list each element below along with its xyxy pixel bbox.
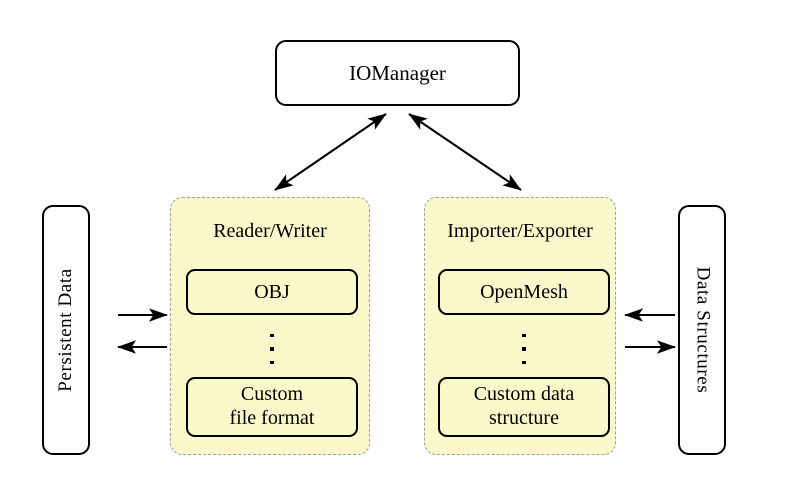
ellipsis-importer-exporter bbox=[519, 334, 529, 364]
group-reader-writer-title: Reader/Writer bbox=[213, 220, 327, 242]
ellipsis-dot bbox=[270, 360, 274, 364]
connector-manager-importer-exporter bbox=[408, 113, 522, 191]
node-custom-file-format[interactable]: Custom file format bbox=[186, 377, 358, 437]
group-importer-exporter-title: Importer/Exporter bbox=[447, 220, 593, 242]
node-data-structures-label: Data Structures bbox=[692, 266, 713, 394]
ellipsis-dot bbox=[522, 360, 526, 364]
connector-manager-reader-writer bbox=[274, 113, 387, 191]
node-openmesh-label: OpenMesh bbox=[480, 280, 568, 303]
node-persistent-data[interactable]: Persistent Data bbox=[42, 205, 90, 455]
ellipsis-dot bbox=[270, 334, 274, 338]
node-custom-file-format-line2: file format bbox=[229, 407, 315, 429]
node-data-structures[interactable]: Data Structures bbox=[678, 205, 726, 455]
node-persistent-data-label: Persistent Data bbox=[55, 268, 77, 392]
node-custom-data-structure-line1: Custom data bbox=[473, 383, 575, 406]
node-iomanager[interactable]: IOManager bbox=[275, 40, 520, 106]
node-custom-file-format-line1: Custom bbox=[240, 383, 304, 406]
ellipsis-reader-writer bbox=[267, 334, 277, 364]
ellipsis-dot bbox=[522, 347, 526, 351]
node-openmesh[interactable]: OpenMesh bbox=[438, 269, 610, 315]
node-obj[interactable]: OBJ bbox=[186, 269, 358, 315]
node-custom-data-structure-line2: structure bbox=[489, 407, 559, 429]
node-custom-data-structure[interactable]: Custom data structure bbox=[438, 377, 610, 437]
ellipsis-dot bbox=[522, 334, 526, 338]
node-iomanager-label: IOManager bbox=[349, 60, 446, 85]
ellipsis-dot bbox=[270, 347, 274, 351]
node-obj-label: OBJ bbox=[254, 280, 290, 303]
